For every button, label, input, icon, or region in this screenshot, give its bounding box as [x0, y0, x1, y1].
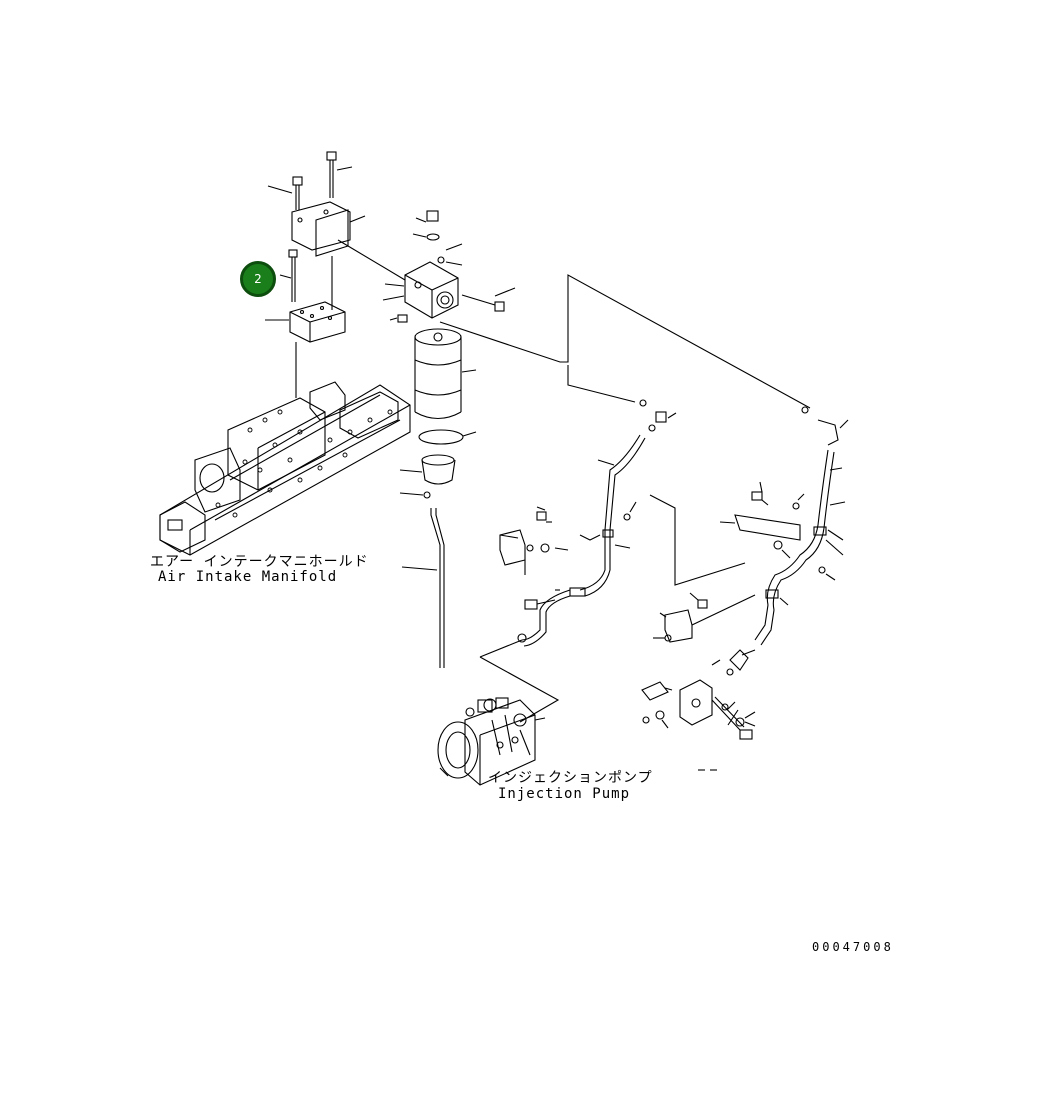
- clamp-bracket-left: [499, 506, 601, 575]
- label-air-intake-manifold-en: Air Intake Manifold: [158, 569, 338, 585]
- fuel-hose-right: [754, 406, 849, 646]
- label-air-intake-manifold-jp: エアー インテークマニホールド: [150, 554, 369, 570]
- upper-bolts: [267, 151, 353, 302]
- callout-number-text: 2: [254, 272, 262, 286]
- leader-lines: [439, 274, 811, 723]
- label-injection-pump-en: Injection Pump: [498, 786, 631, 802]
- filter-head: [337, 210, 516, 323]
- upper-bracket: [291, 201, 366, 310]
- connector-block: [641, 649, 756, 771]
- fuel-hose-left: [517, 399, 677, 647]
- clamp-bracket-right: [653, 481, 805, 643]
- label-injection-pump-jp: インジェクションポンプ: [488, 770, 653, 786]
- fuel-filter-cartridge: [399, 328, 477, 668]
- drawing-number: 00047008: [812, 940, 894, 954]
- air-intake-manifold: [159, 381, 411, 556]
- spacer-block: [265, 301, 346, 398]
- injection-pump: [437, 697, 546, 786]
- callout-number-2[interactable]: 2: [240, 261, 276, 297]
